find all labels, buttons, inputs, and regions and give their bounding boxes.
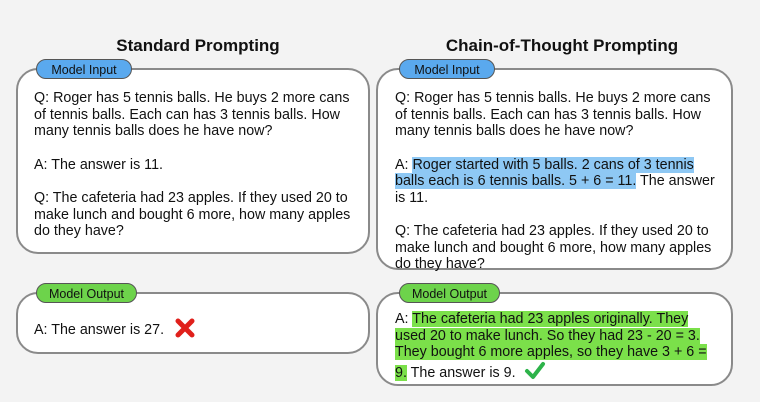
cot-model-input-tag: Model Input	[399, 59, 495, 79]
cot-output-suffix: The answer is 9.	[406, 364, 516, 381]
green-check-icon	[524, 361, 546, 386]
standard-output-box: A: The answer is 27.	[16, 292, 370, 354]
standard-prompting-title: Standard Prompting	[116, 36, 280, 55]
cot-question-1: Q: Roger has 5 tennis balls. He buys 2 m…	[395, 90, 711, 139]
cot-answer-1: A: Roger started with 5 balls. 2 cans of…	[395, 156, 717, 207]
standard-model-output-tag: Model Output	[36, 283, 137, 303]
standard-question-2: Q: The cafeteria had 23 apples. If they …	[34, 190, 351, 239]
cot-output-prefix: A:	[395, 311, 413, 327]
red-cross-icon	[174, 317, 196, 344]
cot-answer-1-prefix: A:	[395, 156, 413, 173]
cot-output-box: A: The cafeteria had 23 apples originall…	[376, 292, 733, 386]
standard-answer-1: A: The answer is 11.	[34, 156, 163, 173]
cot-answer-1-suffix: The answer is 11.	[395, 173, 715, 206]
cot-prompting-title: Chain-of-Thought Prompting	[445, 36, 679, 55]
cot-input-box: Q: Roger has 5 tennis balls. He buys 2 m…	[376, 68, 733, 272]
cot-question-2: Q: The cafeteria had 23 apples. If they …	[395, 223, 712, 272]
standard-input-box: Q: Roger has 5 tennis balls. He buys 2 m…	[16, 68, 370, 254]
standard-model-input-tag: Model Input	[36, 59, 132, 79]
cot-model-output-tag: Model Output	[399, 283, 500, 303]
standard-question-1: Q: Roger has 5 tennis balls. He buys 2 m…	[34, 90, 350, 139]
standard-output-answer: A: The answer is 27.	[34, 322, 165, 339]
